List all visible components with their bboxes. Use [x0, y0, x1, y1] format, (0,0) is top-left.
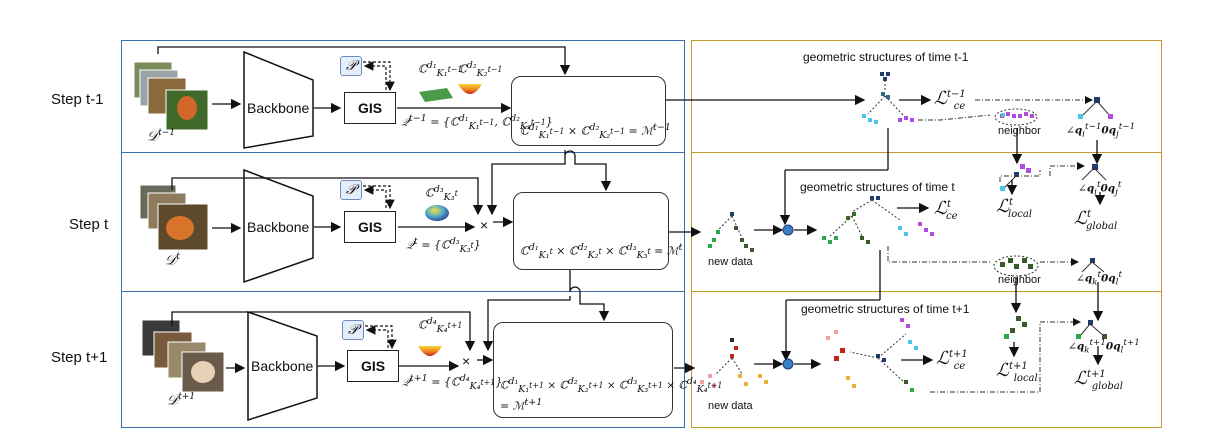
p-box-t-1: 𝒫: [340, 56, 362, 76]
step-label-t: Step t: [69, 216, 109, 233]
data-label-t: 𝒟t: [165, 252, 180, 269]
angle-glyph-mid: [1081, 258, 1105, 273]
backbone-shape-t: [243, 168, 314, 284]
q-label-t+1: 𝒬t+1 = {ℂd₄K₄t+1}: [402, 373, 503, 392]
loss-global-t: ℒtglobal: [1074, 208, 1118, 232]
new-data-cluster-t+1: [700, 338, 768, 388]
backbone-shape-t+1: [247, 310, 318, 422]
manifold-box-t-1: [511, 76, 666, 146]
loss-ce-t+1: ℒt+1ce: [936, 348, 968, 372]
new-data-label-t: new data: [708, 256, 753, 268]
new-data-cluster-t: [708, 212, 754, 252]
loss-local-t+1: ℒt+1local: [996, 360, 1038, 384]
cluster-t+1: [826, 318, 918, 392]
angle-glyph-t: [1081, 164, 1107, 181]
gis-box-t+1: GIS: [347, 350, 399, 382]
backbone-label-t-1: Backbone: [247, 100, 310, 116]
backbone-label-t: Backbone: [247, 219, 310, 235]
c3-label-t: ℂd₃K₃t: [425, 184, 458, 203]
data-label-t-1: 𝒟t−1: [147, 128, 176, 145]
fusion-node-t+1: [782, 358, 794, 370]
geo-title-t+1: geometric structures of time t+1: [801, 302, 970, 316]
angle-label-mid1: ∠qit0qjt: [1078, 180, 1122, 198]
manifold-eq-t: ℂd₁K₁t × ℂd₂K₂t × ℂd₃K₃t = ℳt: [520, 242, 683, 261]
local-glyph-t: [1000, 164, 1031, 191]
plane-icon: [419, 88, 453, 102]
neighbor-label-mid: neighbor: [998, 274, 1041, 286]
loss-local-t: ℒtlocal: [996, 196, 1032, 220]
loss-global-t+1: ℒt+1global: [1074, 368, 1123, 392]
angle-label-bot: ∠qkt+10qlt+1: [1068, 338, 1140, 356]
cluster-t-1: [862, 72, 914, 124]
manifold-box-t: [513, 192, 669, 270]
cone-icon: [458, 84, 482, 94]
geo-title-t-1: geometric structures of time t-1: [803, 50, 969, 64]
backbone-label-t+1: Backbone: [251, 358, 314, 374]
local-glyph-t+1: [1004, 316, 1027, 339]
p-box-t+1: 𝒫: [342, 320, 364, 340]
image-stack-t: [139, 184, 209, 251]
times-symbol-t: ×: [480, 217, 489, 233]
angle-label-top: ∠qit−10qjt−1: [1066, 122, 1136, 140]
angle-glyph-bot: [1076, 320, 1107, 339]
data-label-t+1: 𝒟t+1: [167, 392, 196, 409]
cluster-t: [822, 196, 934, 244]
fusion-node-t: [782, 224, 794, 236]
image-stack-t+1: [141, 319, 225, 393]
manifold-eq-t+1-line2: = ℳt+1: [500, 397, 543, 413]
right-panel-bot: [691, 291, 1162, 428]
new-data-label-t+1: new data: [708, 400, 753, 412]
c4-label-t+1: ℂd₄K₄t+1: [418, 316, 463, 335]
step-label-t+1: Step t+1: [51, 349, 108, 366]
step-t+1-panel: [121, 291, 685, 428]
c2-label-t-1: ℂd₂K₂t−1: [458, 60, 503, 79]
loss-ce-t: ℒtce: [934, 198, 958, 222]
neighbor-label-top: neighbor: [998, 125, 1041, 137]
times-symbol-t+1: ×: [462, 353, 471, 369]
c1-label-t-1: ℂd₁K₁t−1: [418, 60, 463, 79]
backbone-shape-t-1: [243, 50, 314, 149]
geo-title-t: geometric structures of time t: [800, 180, 955, 194]
step-label-t-1: Step t-1: [51, 91, 104, 108]
cone-icon-2: [418, 346, 442, 356]
q-label-t: 𝒬t = {ℂd₃K₃t}: [406, 236, 481, 255]
image-stack-t-1: [133, 61, 209, 131]
angle-glyph-top: [1078, 97, 1113, 119]
q-label-t-1: 𝒬t−1 = {ℂd₁K₁t−1, ℂd₂K₂t−1}: [401, 113, 553, 132]
manifold-box-t+1: [493, 322, 673, 418]
manifold-eq-t+1-line1: ℂd₁K₁t+1 × ℂd₂K₂t+1 × ℂd₃K₃t+1 × ℂd₄K₄t+…: [500, 376, 723, 395]
gis-box-t-1: GIS: [344, 92, 396, 124]
neighbor-ellipse-mid: [993, 255, 1039, 277]
p-box-t: 𝒫: [340, 180, 362, 200]
neighbor-ellipse-top: [994, 108, 1038, 126]
loss-ce-t-1: ℒt−1ce: [934, 88, 966, 112]
gis-box-t: GIS: [344, 211, 396, 243]
manifold-eq-t-1: ℂd₁K₁t−1 × ℂd₂K₂t−1 = ℳt−1: [520, 122, 671, 141]
sphere-icon: [425, 205, 449, 221]
angle-label-mid2: ∠qkt0qlt: [1076, 270, 1122, 288]
